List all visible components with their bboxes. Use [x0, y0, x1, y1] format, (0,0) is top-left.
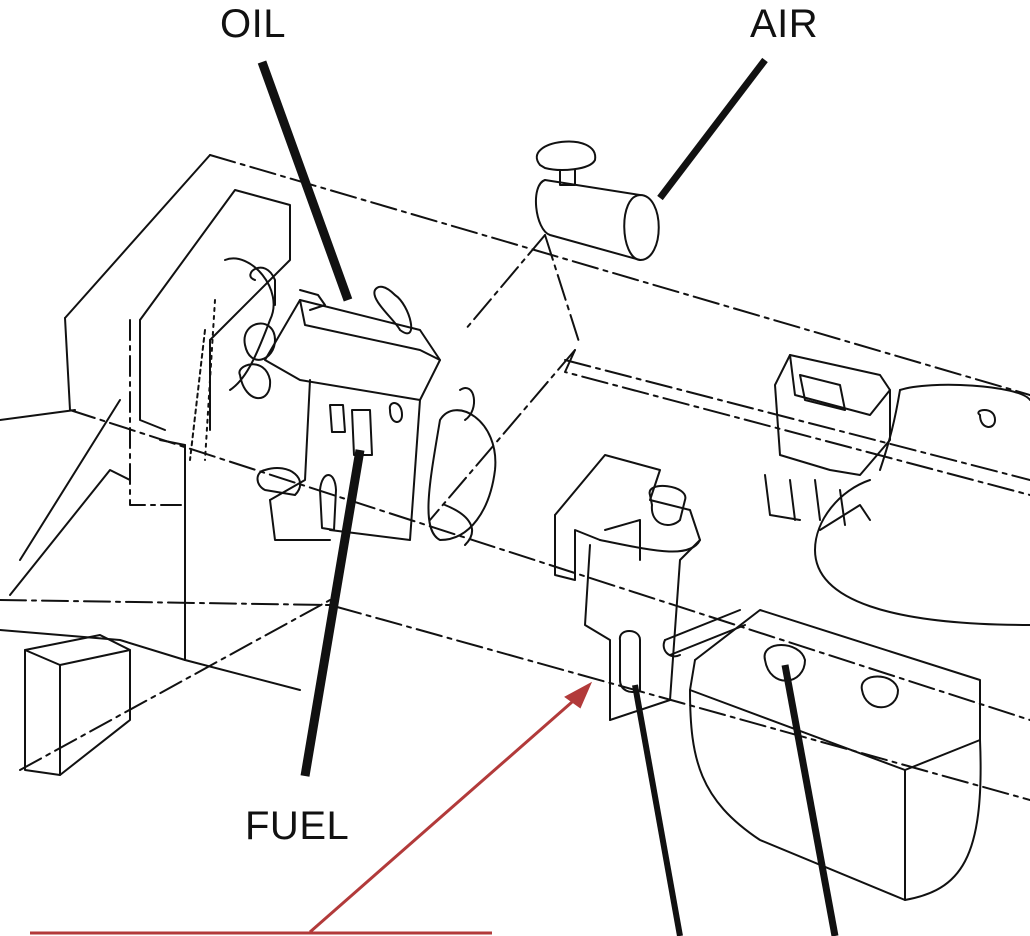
frame-rail: [0, 154, 1030, 801]
oil-leader-line: [257, 60, 353, 302]
front-bracket: [24, 634, 131, 776]
tank-leader-line: [632, 684, 683, 936]
air-label: AIR: [750, 2, 819, 46]
fuel-leader-line: [300, 449, 365, 777]
cap-leader-line: [781, 664, 839, 936]
fuel-label: FUEL: [245, 804, 350, 848]
cab-mount: [764, 354, 1030, 626]
leader-lines: [257, 57, 839, 936]
pointer-shaft: [309, 693, 581, 934]
pointer-arrowhead: [564, 681, 593, 709]
air-leader-line: [657, 57, 768, 201]
engine-block: [139, 189, 497, 546]
fuel-tank: [689, 609, 982, 901]
air-cleaner: [429, 140, 660, 521]
center-mount: [554, 454, 746, 721]
oil-label: OIL: [220, 2, 286, 46]
red-pointer-arrow: [30, 693, 581, 935]
